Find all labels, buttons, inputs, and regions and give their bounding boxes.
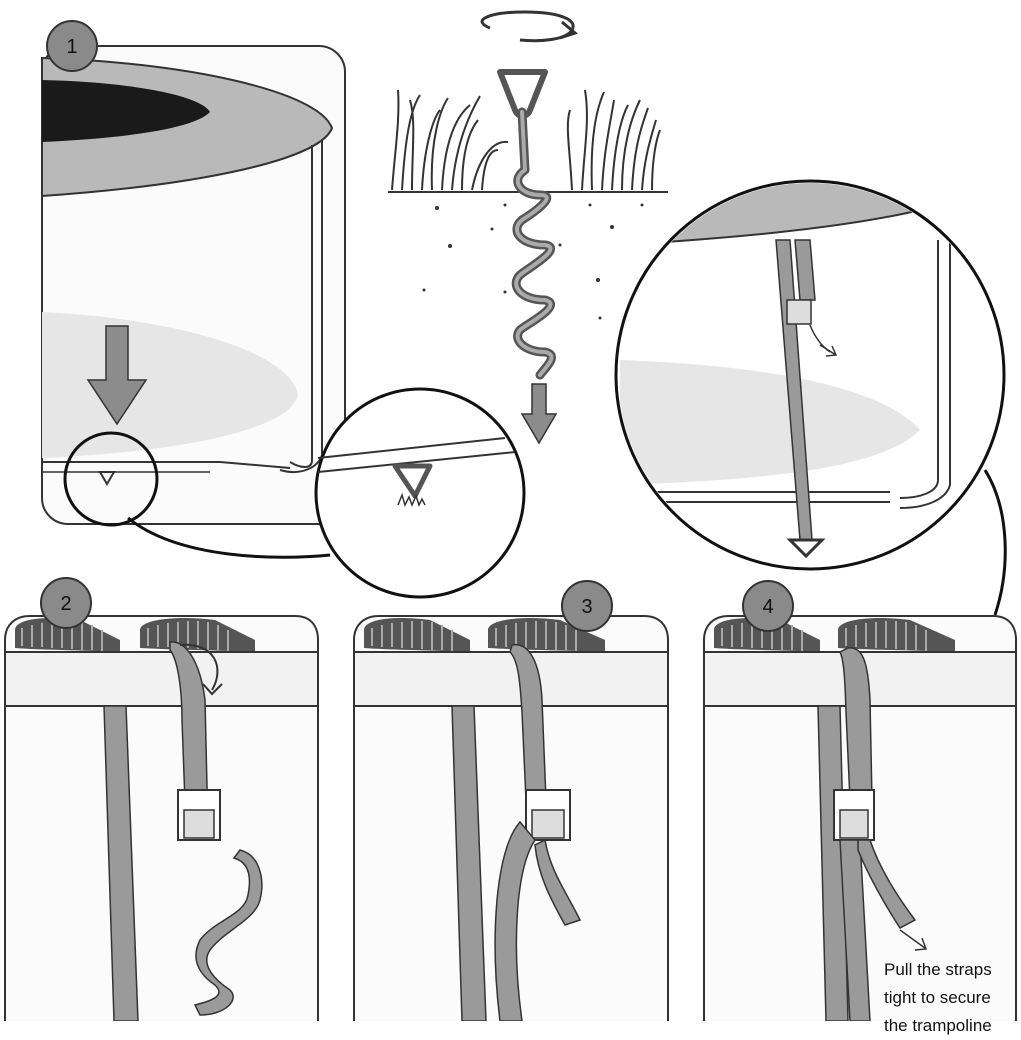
step-2-panel: 2 [4,577,319,1021]
buckle-zoom [786,299,812,325]
ground-screw-illustration [388,10,668,445]
step-2-number: 2 [60,593,71,615]
step-3-panel: 3 [353,580,669,1021]
anchor-zoom-circle [314,387,526,599]
pull-arrow-icon [899,929,928,951]
caption-line-2: tight to secure [884,988,991,1007]
step-4-number: 4 [762,596,773,618]
trampoline-mat [42,80,210,142]
grass-tuft-icon [397,492,426,508]
anchor-zoom-icon [392,463,433,499]
step-1-number: 1 [66,36,77,58]
step-1-panel: 1 [41,20,346,527]
rotate-icon [480,10,575,43]
anchor-zoom-strap-icon [786,538,826,559]
screw-down-arrow-icon [520,383,558,445]
step-4-badge [742,580,794,632]
strap-loop [494,820,536,1021]
down-arrow-icon [86,325,148,426]
instruction-caption: Pull the straps tight to secure the tram… [884,956,1021,1040]
caption-line-1: Pull the straps [884,960,992,979]
step-3-number: 3 [581,596,592,618]
caption-line-3: the trampoline [884,1016,992,1035]
zoom-connector [127,516,331,559]
strap-zoom-circle [614,179,1006,571]
loose-strap [193,849,263,1016]
step-1-badge [46,20,98,72]
step-4-panel: 4 [703,580,1017,1021]
step-2-badge [40,577,92,629]
anchor-highlight-circle [63,431,159,527]
wrap-arrow-icon [179,643,223,696]
frame-rail [4,651,319,707]
grass-left-icon [391,89,509,191]
grass-right-icon [566,89,661,191]
strap-left [103,705,139,1021]
anchor-icon [98,471,116,486]
step-3-badge [561,580,613,632]
pull-arrow-zoom-icon [819,344,838,357]
